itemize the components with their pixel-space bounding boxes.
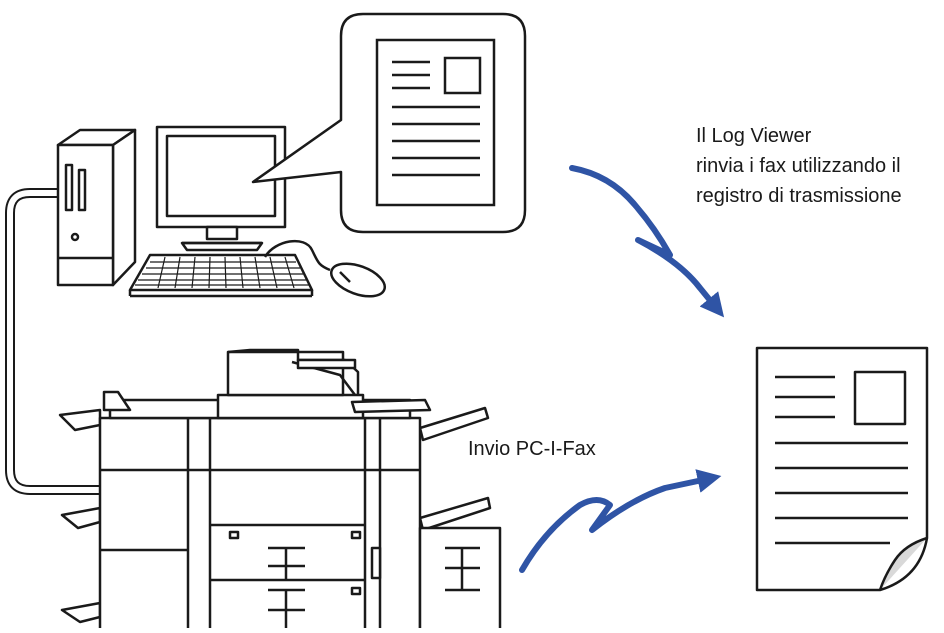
caption-line: registro di trasmissione <box>696 185 902 207</box>
document-icon <box>375 38 496 207</box>
caption-line: Il Log Viewer <box>696 125 812 147</box>
pc-i-fax-caption: Invio PC-I-Fax <box>468 438 596 460</box>
mouse-icon <box>263 239 386 298</box>
monitor-icon <box>155 125 287 252</box>
arrow-icon <box>569 165 725 318</box>
caption-line: rinvia i fax utilizzando il <box>696 155 901 177</box>
printer-mfp-icon <box>58 348 502 633</box>
arrow-icon <box>519 469 722 573</box>
log-viewer-caption: Il Log Viewer rinvia i fax utilizzando i… <box>696 121 902 211</box>
document-icon <box>755 346 929 592</box>
keyboard-icon <box>128 253 314 298</box>
computer-tower-icon <box>56 128 137 287</box>
